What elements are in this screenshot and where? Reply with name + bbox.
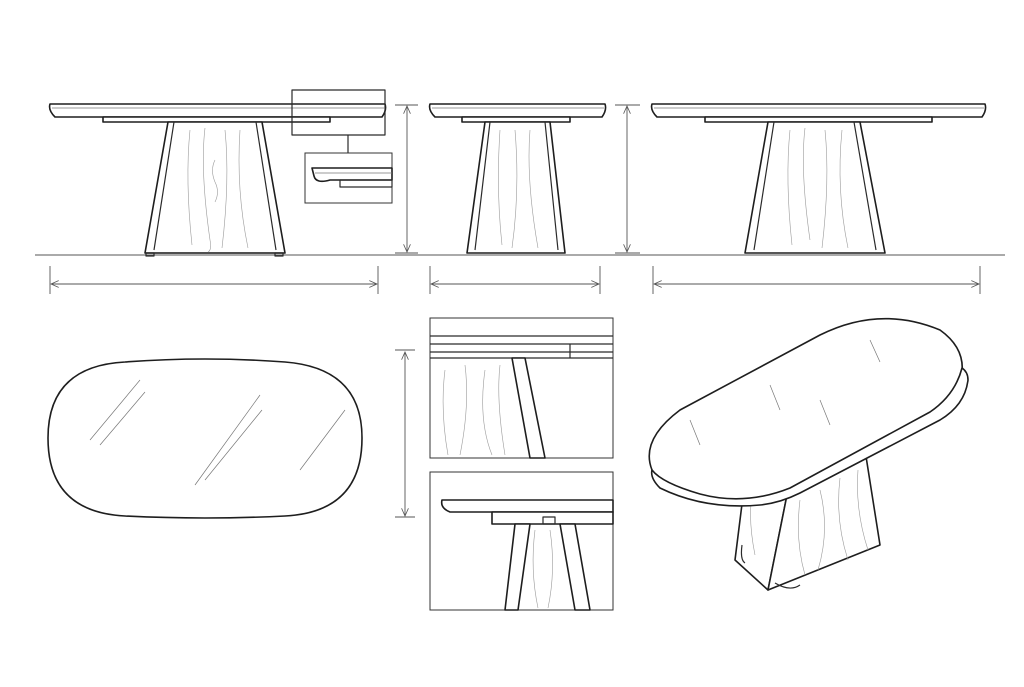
edge-detail-callout xyxy=(291,89,393,204)
plan-view xyxy=(47,358,363,519)
detail-apron xyxy=(429,471,614,611)
front-elevation xyxy=(48,103,387,257)
width-dimensions xyxy=(49,266,981,294)
side-elevation xyxy=(428,103,607,254)
detail-top-joint xyxy=(429,317,614,459)
perspective-view xyxy=(648,317,969,591)
rear-elevation xyxy=(650,103,987,254)
